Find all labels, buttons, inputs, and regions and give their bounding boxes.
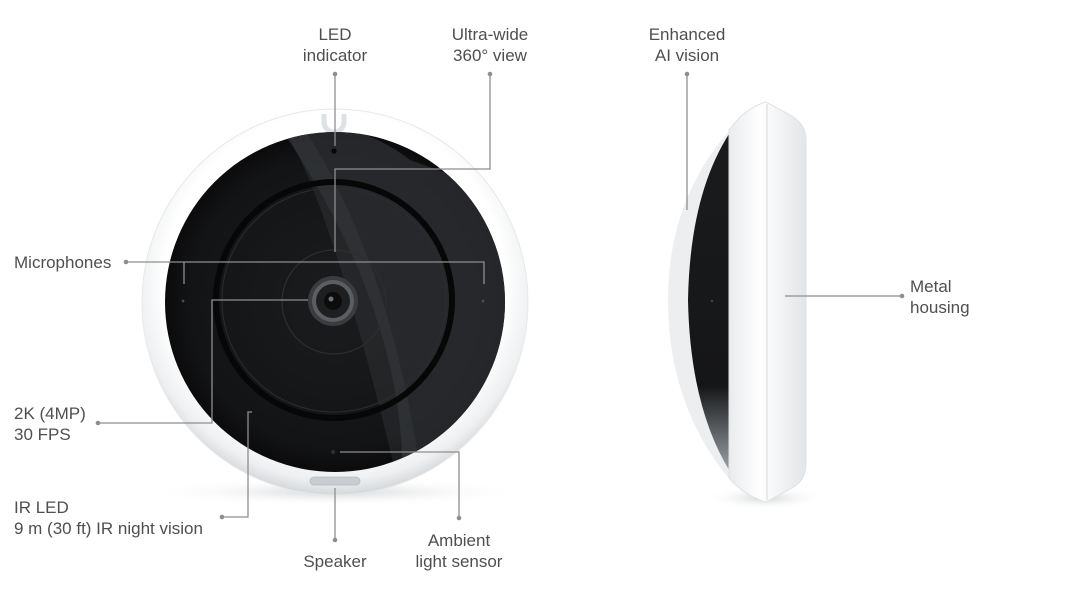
label-resolution-fps: 2K (4MP) 30 FPS — [14, 404, 86, 444]
label-ir-led: IR LED 9 m (30 ft) IR night vision — [14, 498, 203, 538]
side-camera — [668, 101, 825, 510]
label-ultra-wide-view: Ultra-wide 360° view — [451, 25, 529, 65]
label-speaker: Speaker — [303, 552, 367, 571]
label-enhanced-ai-vision: Enhanced AI vision — [648, 25, 726, 65]
label-led-indicator: LED indicator — [302, 25, 368, 65]
mic-dot-right — [481, 299, 485, 303]
callout-dots — [95, 71, 905, 543]
label-metal-housing: Metal housing — [910, 277, 970, 317]
label-ambient-light-sensor: Ambient light sensor — [415, 531, 503, 571]
callout-line-mics — [126, 261, 485, 284]
light-sensor-dot — [331, 450, 335, 454]
callout-line-res — [98, 299, 308, 424]
speaker-grille — [309, 476, 361, 486]
brand-logo-icon — [321, 114, 347, 135]
led-dot — [331, 148, 337, 154]
callout-line-ir — [222, 411, 252, 518]
callout-line-als — [340, 451, 460, 518]
mic-dot-left — [181, 299, 185, 303]
callout-line-view — [334, 74, 491, 252]
callout-lines — [98, 74, 902, 540]
front-camera — [141, 108, 529, 506]
label-microphones: Microphones — [14, 253, 112, 272]
